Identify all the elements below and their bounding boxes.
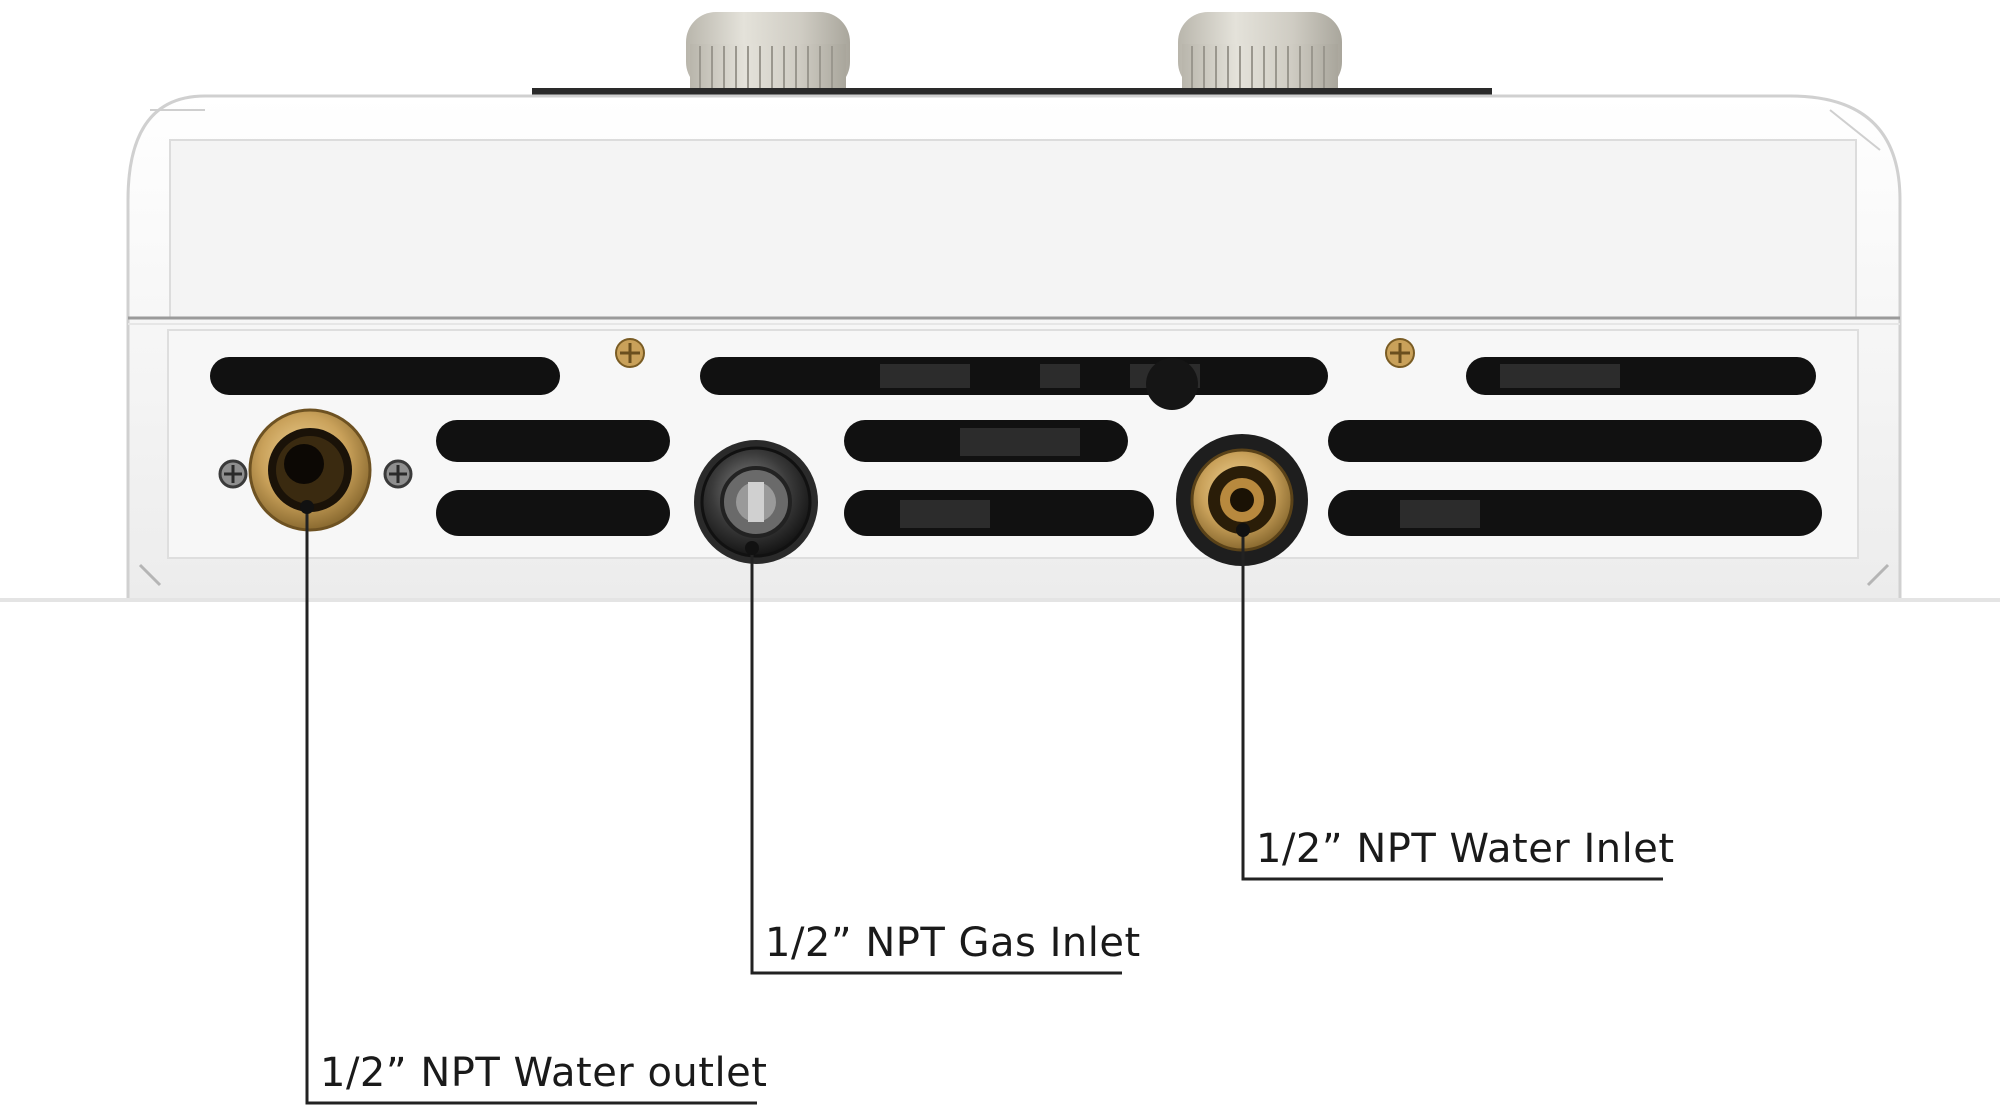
water-outlet-fitting [248, 408, 372, 532]
leader-lines [305, 507, 1663, 1105]
water-inlet-label: 1/2” NPT Water Inlet [1256, 826, 1675, 872]
gas-inlet-anchor-dot [745, 541, 759, 555]
screw-top-left [615, 338, 645, 368]
gas-inlet-fitting [694, 440, 818, 564]
water-outlet-label: 1/2” NPT Water outlet [320, 1050, 768, 1096]
screw-top-right [1385, 338, 1415, 368]
top-connector-cap-left [686, 12, 850, 92]
water-inlet-fitting [1176, 434, 1308, 566]
gas-inlet-label: 1/2” NPT Gas Inlet [765, 920, 1141, 966]
water-inlet-anchor-dot [1236, 523, 1250, 537]
water-outlet-anchor-dot [300, 500, 314, 514]
top-connector-cap-right [1178, 12, 1342, 92]
center-knob [1146, 358, 1198, 410]
floor-line [0, 598, 2000, 602]
screw-outlet-right [383, 459, 413, 489]
screw-outlet-left [218, 459, 248, 489]
